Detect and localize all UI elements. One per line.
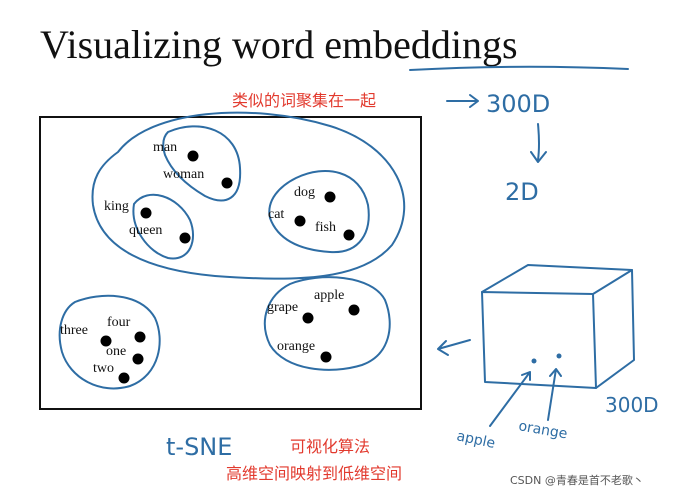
cube-point-orange <box>557 354 562 359</box>
point-one <box>133 354 144 365</box>
label-three: three <box>60 323 88 338</box>
arrow-right-icon <box>447 95 478 107</box>
point-grape <box>303 313 314 324</box>
word-points <box>101 151 360 384</box>
arrow-left-icon <box>438 340 470 355</box>
point-man <box>188 151 199 162</box>
label-two: two <box>93 361 114 376</box>
label-orange: orange <box>277 339 315 354</box>
point-four <box>135 332 146 343</box>
label-grape: grape <box>267 300 298 315</box>
label-queen: queen <box>129 223 162 238</box>
label-four: four <box>107 315 131 330</box>
point-woman <box>222 178 233 189</box>
cube-orange-label: orange <box>517 418 568 442</box>
point-dog <box>325 192 336 203</box>
orange-pointer-arrow <box>548 369 561 420</box>
man-woman-cluster <box>163 126 240 200</box>
tsne-label: t-SNE <box>166 433 232 461</box>
label-man: man <box>153 140 177 155</box>
label-one: one <box>106 344 126 359</box>
slide-title: Visualizing word embeddings <box>40 22 518 67</box>
point-two <box>119 373 130 384</box>
label-king: king <box>104 199 129 214</box>
label-cat: cat <box>268 207 284 222</box>
point-fish <box>344 230 355 241</box>
cube-apple-label: apple <box>455 428 496 452</box>
label-woman: woman <box>163 167 204 182</box>
cube-icon <box>482 265 634 388</box>
label-300d: 300D <box>486 90 550 118</box>
label-fish: fish <box>315 220 336 235</box>
cube-dim-label: 300D <box>605 393 659 417</box>
label-dog: dog <box>294 185 315 200</box>
watermark: CSDN @青春是首不老歌丶 <box>510 473 644 487</box>
title-underline <box>410 67 628 70</box>
arrow-down-icon <box>531 124 546 162</box>
cube-point-apple <box>532 359 537 364</box>
point-king <box>141 208 152 219</box>
people-animals-cluster <box>92 113 404 279</box>
label-2d: 2D <box>505 178 539 206</box>
tsne-desc-1: 可视化算法 <box>290 437 370 456</box>
cluster-note: 类似的词聚集在一起 <box>232 91 376 110</box>
label-apple: apple <box>314 288 344 303</box>
point-orange <box>321 352 332 363</box>
point-cat <box>295 216 306 227</box>
tsne-desc-2: 高维空间映射到低维空间 <box>226 464 402 483</box>
point-queen <box>180 233 191 244</box>
point-apple <box>349 305 360 316</box>
